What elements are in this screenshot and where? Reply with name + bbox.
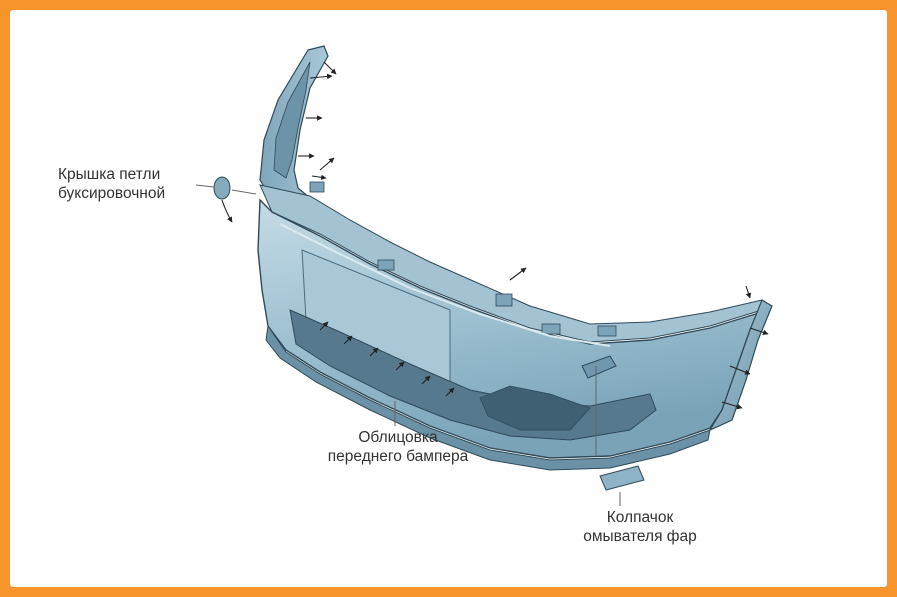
grille-inner-detail [479, 385, 591, 431]
washer-cap-label-line1: Колпачок [606, 509, 674, 526]
fastener-arrows [298, 61, 769, 410]
bumper-cover-label-line2: переднего бампера [327, 448, 469, 465]
washer-cap-label-line2: омывателя фар [583, 528, 697, 545]
washer-cap-installed [581, 355, 617, 379]
washer-cap-label: Колпачок омывателя фар [565, 508, 715, 546]
image-frame: Крышка петли буксировочной Облицовка пер… [10, 10, 887, 587]
washer-cap-part [599, 465, 645, 491]
bumper-cover-label: Облицовка переднего бампера [303, 428, 493, 466]
bumper-right-wing [708, 299, 773, 432]
bumper-left-wing-inner [273, 61, 311, 179]
tow-hook-cover-arrow [221, 199, 233, 223]
leader-lines [195, 184, 621, 506]
face-highlight [279, 223, 611, 347]
tow-hook-cover-part [213, 176, 231, 200]
bumper-lower-lip [265, 324, 711, 471]
bumper-cover-label-line1: Облицовка [358, 429, 438, 446]
tow-hook-cover-label-line2: буксировочной [58, 185, 166, 202]
bumper-diagram [195, 45, 773, 506]
upper-clips [309, 181, 617, 337]
tow-hook-cover-label: Крышка петли буксировочной [58, 165, 165, 203]
tow-hook-cover-label-line1: Крышка петли [58, 166, 161, 183]
